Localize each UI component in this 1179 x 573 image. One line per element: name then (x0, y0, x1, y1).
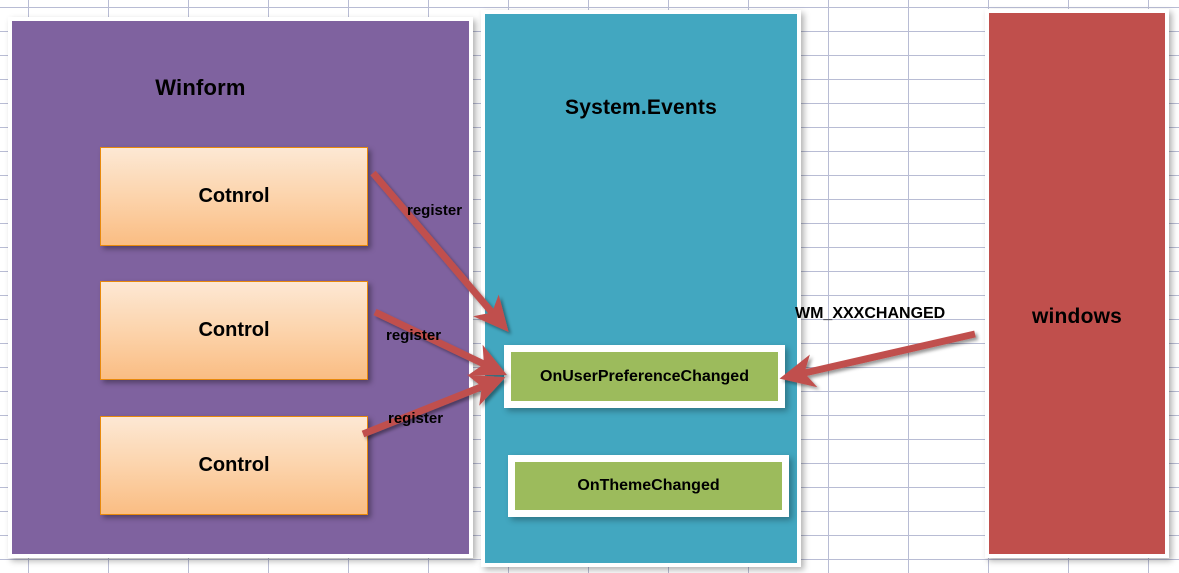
control-box-3[interactable]: Control (100, 416, 368, 515)
panel-windows[interactable]: windows (985, 9, 1169, 558)
control-box-1-label: Cotnrol (198, 185, 270, 207)
event-box-1-label: OnUserPreferenceChanged (540, 367, 749, 385)
arrow-label-wm-xxxchanged: WM_XXXCHANGED (795, 305, 946, 322)
control-box-2[interactable]: Control (100, 281, 368, 380)
event-box-on-theme-changed[interactable]: OnThemeChanged (508, 455, 789, 517)
arrow-label-register-3: register (388, 410, 444, 427)
control-box-3-label: Control (198, 454, 270, 476)
control-box-1[interactable]: Cotnrol (100, 147, 368, 246)
event-box-on-user-preference-changed[interactable]: OnUserPreferenceChanged (504, 345, 785, 408)
panel-winform[interactable]: Winform Cotnrol Control Control (8, 17, 473, 558)
panel-windows-title: windows (1031, 305, 1123, 328)
arrow-label-register-2: register (386, 327, 442, 344)
control-box-2-label: Control (198, 319, 270, 341)
event-box-2-label: OnThemeChanged (577, 477, 720, 494)
panel-system-events-title: System.Events (564, 96, 717, 119)
arrow-label-register-1: register (407, 202, 463, 219)
panel-winform-title: Winform (155, 75, 246, 100)
